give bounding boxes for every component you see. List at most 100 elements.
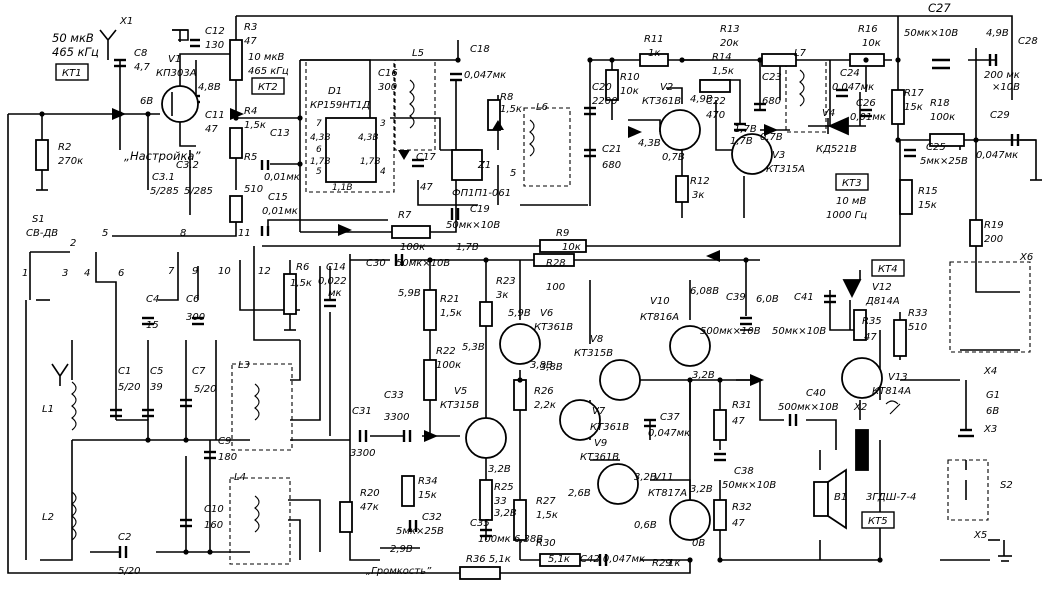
c11-value: 47 <box>205 124 218 135</box>
test-point-kt3: КТ3 <box>835 173 869 191</box>
c19-voltage: 1,7В <box>456 242 479 253</box>
r27-value: 1,5к <box>536 510 558 521</box>
r12-label: R12 <box>690 176 710 187</box>
x2-label: X2 <box>853 402 867 413</box>
c4-label: C4 <box>146 294 159 305</box>
r18-label: R18 <box>930 98 950 109</box>
c15-value: 0,01мк <box>262 206 298 217</box>
r11-value: 1к <box>648 48 660 59</box>
c13-value: 0,01мк <box>264 172 300 183</box>
c29-value: 0,047мк <box>976 150 1018 161</box>
c20-value: 2200 <box>592 96 617 107</box>
v3-type: КТ315А <box>766 164 805 175</box>
r30-value: 5,1к <box>548 554 570 565</box>
c37-label: C37 <box>660 412 680 423</box>
c12-value: 130 <box>205 40 224 51</box>
c41-value: 50мк×10В <box>772 326 826 337</box>
r2-value: 270к <box>58 156 83 167</box>
d1-pin4: 4 <box>380 167 386 177</box>
c17-value: 47 <box>420 182 433 193</box>
l6-pin5: 5 <box>510 168 516 179</box>
pin-2: 2 <box>70 238 76 249</box>
input-level-label: 50 мкВ <box>52 31 94 45</box>
r30-label: R30 <box>536 538 556 549</box>
c28-rating: ×10В <box>992 82 1020 93</box>
c20-label: C20 <box>592 82 612 93</box>
l4-label: L4 <box>234 472 246 483</box>
voltage-0: 0В <box>692 538 705 549</box>
c16-label: C16 <box>378 68 398 79</box>
d1-voltage-2: 4,3В <box>358 133 379 143</box>
voltage-0-7: 0,7В <box>760 132 783 143</box>
test-point-kt1: КТ1 <box>55 63 89 81</box>
test-point-kt2: КТ2 <box>251 77 285 95</box>
kt2-level-label: 10 мкВ <box>248 52 284 63</box>
c4-value: 15 <box>146 320 159 331</box>
r16-label: R16 <box>858 24 878 35</box>
r25-label: R25 <box>494 482 514 493</box>
c5-value: 39 <box>150 382 163 393</box>
c19-value: 50мк×10В <box>446 220 500 231</box>
pin-8: 8 <box>180 228 186 239</box>
c41-label: C41 <box>794 292 814 303</box>
c14-value: 0,022 <box>318 276 347 287</box>
signal-arrows <box>112 108 778 442</box>
d1-voltage-4: 1,7В <box>360 157 381 167</box>
r8-value: 1,5к <box>500 104 522 115</box>
r15-label: R15 <box>918 186 938 197</box>
voltage-6-38: 6,38В <box>514 534 543 545</box>
r35-value: 47 <box>864 332 877 343</box>
x5-label: X5 <box>973 530 987 541</box>
r32-value: 47 <box>732 518 745 529</box>
v2-label: V2 <box>660 82 673 93</box>
v13-label: V13 <box>888 372 908 383</box>
pin-5: 5 <box>102 228 108 239</box>
v8-label: V8 <box>590 334 603 345</box>
c35-value: 100мк <box>478 534 511 545</box>
pin-9: 9 <box>192 266 198 277</box>
c26-label: C26 <box>856 98 876 109</box>
r20-value: 47к <box>360 502 379 513</box>
v12-type: Д814А <box>865 296 900 307</box>
r20-label: R20 <box>360 488 380 499</box>
r34-value: 15к <box>418 490 437 501</box>
test-point-kt1-label: КТ1 <box>62 68 82 79</box>
v2-emitter-voltage: 4,9В <box>690 94 713 105</box>
c23-label: C23 <box>762 72 782 83</box>
c1-label: C1 <box>118 366 131 377</box>
pin-10: 10 <box>218 266 231 277</box>
v4-type: КД521В <box>816 144 857 155</box>
c17-label: C17 <box>416 152 436 163</box>
c9-label: C9 <box>218 436 231 447</box>
d1-voltage-5: 1,1В <box>332 183 353 193</box>
c12-label: C12 <box>205 26 225 37</box>
test-point-kt5: КТ5 <box>861 511 895 529</box>
v8-type: КТ315В <box>574 348 613 359</box>
v10-type: КТ816А <box>640 312 679 323</box>
c13-label: C13 <box>270 128 290 139</box>
r15-value: 15к <box>918 200 937 211</box>
chips-and-coils <box>71 69 869 541</box>
v6-label: V6 <box>540 308 553 319</box>
c30-value: 50мк×10В <box>396 258 450 269</box>
v1-type: КП303А <box>156 68 197 79</box>
r23-label: R23 <box>496 276 516 287</box>
r22-value: 100к <box>436 360 461 371</box>
r16-value: 10к <box>862 38 881 49</box>
c3-1-label: C3.1 <box>152 172 175 183</box>
v1-drain-voltage: 4,8В <box>198 82 221 93</box>
c2-label: C2 <box>118 532 131 543</box>
c14-unit: мк <box>328 288 342 299</box>
c37-value: 0,047мк <box>648 428 690 439</box>
c21-value: 680 <box>602 160 621 171</box>
d1-pin5: 5 <box>316 167 322 177</box>
c26-value: 0,01мк <box>850 112 886 123</box>
l5-label: L5 <box>412 48 424 59</box>
speaker-symbol <box>885 400 901 415</box>
test-point-kt4: КТ4 <box>871 259 905 277</box>
tuning-label: „Настройка” <box>124 149 201 163</box>
r5-value: 510 <box>244 184 263 195</box>
r2-label: R2 <box>58 142 71 153</box>
volume-label: „Громкость” <box>366 566 432 577</box>
